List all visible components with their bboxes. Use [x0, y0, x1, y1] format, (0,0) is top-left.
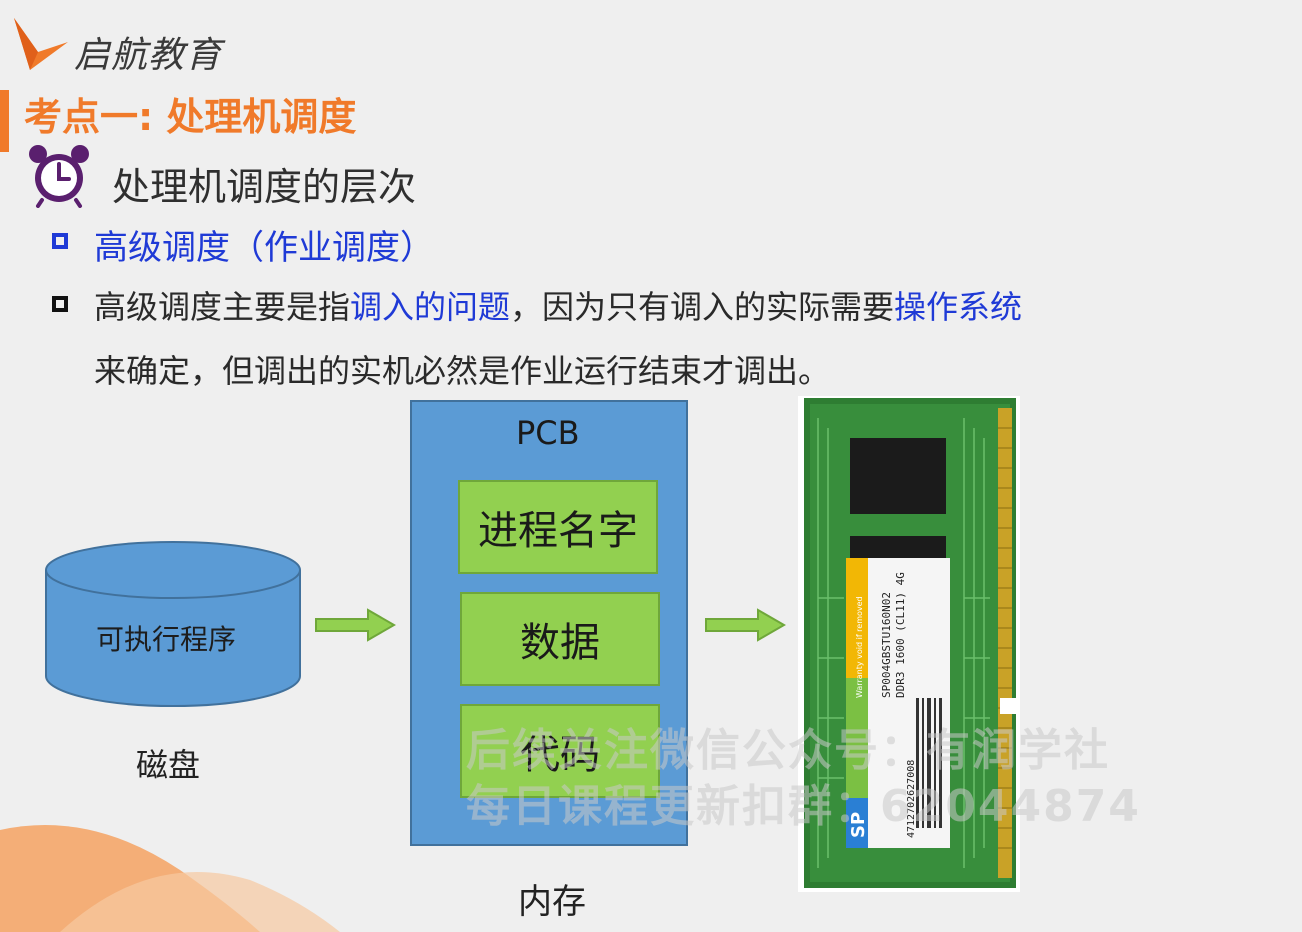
logo-text: 启航教育 [74, 35, 223, 76]
highlight-text: 操作系统 [894, 288, 1023, 326]
pcb-block-process-name: 进程名字 [458, 480, 658, 574]
pcb-label: PCB [516, 414, 580, 452]
ram-barcode-number: 4712702627008 [906, 760, 917, 838]
alarm-clock-icon [29, 145, 89, 208]
disk-label: 可执行程序 [96, 623, 237, 656]
corner-decoration [0, 825, 340, 932]
disk-caption: 磁盘 [136, 746, 201, 784]
disk-cylinder-icon [45, 541, 301, 707]
ram-brand-text: SP [848, 812, 869, 838]
pcb-block-data: 数据 [460, 592, 660, 686]
section-title: 考点一: 处理机调度 [24, 95, 357, 139]
paragraph-line-2: 来确定，但调出的实机必然是作业运行结束才调出。 [94, 352, 831, 390]
ram-warranty-text: Warranty void if removed [855, 596, 864, 698]
ram-module-image: SP004GBSTU160N02 DDR3 1600 (CL11) 4G 471… [804, 398, 1016, 888]
paragraph-text: 高级调度主要是指 [94, 288, 351, 326]
highlight-text: 调入的问题 [350, 288, 511, 326]
memory-caption: 内存 [518, 882, 586, 922]
slide-subtitle: 处理机调度的层次 [112, 165, 417, 209]
pcb-block-code: 代码 [460, 704, 660, 798]
right-arrow-icon [705, 608, 786, 642]
bullet-square-icon [52, 233, 68, 249]
accent-bar [0, 90, 9, 152]
right-arrow-icon [315, 608, 396, 642]
paragraph-line-1: 高级调度主要是指调入的问题，因为只有调入的实际需要操作系统 [94, 282, 1022, 328]
ram-label-line-2: DDR3 1600 (CL11) 4G [894, 572, 907, 698]
bullet-square-icon [52, 296, 68, 312]
logo-icon [14, 18, 68, 70]
bullet-heading: 高级调度（作业调度） [94, 228, 434, 268]
watermark-line-2: 每日课程更新扣群：62044874 [466, 781, 1141, 832]
paragraph-text: ，因为只有调入的实际需要 [510, 288, 895, 326]
ram-label-line-1: SP004GBSTU160N02 [880, 592, 893, 698]
watermark-line-1: 后续关注微信公众号：有润学社 [466, 725, 1110, 776]
